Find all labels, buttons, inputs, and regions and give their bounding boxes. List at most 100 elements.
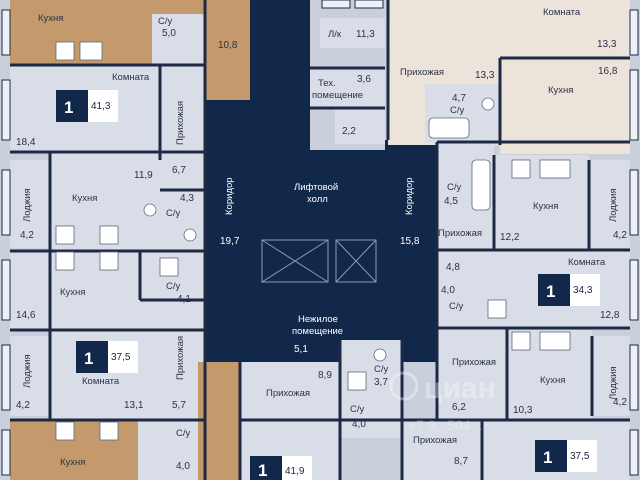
room-10-8	[205, 0, 250, 100]
area-5-7: 5,7	[172, 400, 186, 411]
label-hallway: Прихожая	[452, 357, 496, 368]
lift-shaft-column	[250, 0, 310, 150]
area-3-6: 3,6	[357, 74, 371, 85]
area-13-3b: 13,3	[475, 70, 495, 81]
kitchen-16-8	[500, 58, 630, 154]
kitchen-left-1	[50, 152, 205, 250]
area-16-8: 16,8	[598, 66, 618, 77]
area-14-6: 14,6	[16, 310, 36, 321]
label-loggia: Лоджия	[22, 354, 33, 388]
badge-rooms: 1	[64, 98, 73, 117]
label-bath: С/у	[374, 364, 389, 375]
badge-rooms: 1	[84, 349, 93, 368]
toilet-icon	[183, 228, 197, 242]
label-bath: С/у	[158, 16, 173, 27]
badge-area: 41,3	[91, 101, 111, 112]
bathtub-icon	[471, 159, 491, 211]
corridor-right	[385, 140, 437, 362]
area-12-8: 12,8	[600, 310, 620, 321]
area-4-2a: 4,2	[20, 230, 34, 241]
area-10-8: 10,8	[218, 40, 238, 51]
area-4-2c: 4,2	[16, 400, 30, 411]
badge-area: 34,3	[573, 285, 593, 296]
label-loggia: Лоджия	[22, 188, 33, 222]
label-bath: С/у	[166, 208, 181, 219]
shower-icon	[159, 257, 179, 277]
area-19-7: 19,7	[220, 236, 240, 247]
label-hallway: Прихожая	[413, 435, 457, 446]
area-3-7: 3,7	[374, 377, 388, 388]
label-bath: С/у	[350, 404, 365, 415]
label-room: Комната	[568, 257, 606, 268]
label-loggia: Лоджия	[608, 188, 619, 222]
badge-apt-4: 1 41,9	[250, 456, 312, 480]
area-11-9: 11,9	[134, 170, 153, 181]
label-bath: С/у	[450, 105, 465, 116]
label-lift-hall-1: Лифтовой	[294, 182, 338, 193]
sink-icon	[539, 331, 571, 351]
label-nonres-2: помещение	[292, 326, 343, 337]
hall-6-2	[437, 325, 507, 420]
badge-rooms: 1	[546, 282, 555, 301]
sink-icon	[99, 225, 119, 245]
area-2-2: 2,2	[342, 126, 356, 137]
label-corridor: Коридор	[224, 177, 235, 215]
sink-icon	[99, 251, 119, 271]
loggia-right-2	[592, 336, 630, 416]
area-5-0: 5,0	[162, 28, 176, 39]
corridor-left	[205, 100, 255, 362]
area-11-3: 11,3	[356, 29, 375, 40]
label-hallway: Прихожая	[438, 228, 482, 239]
loggia-right-1	[589, 160, 630, 248]
area-8-9: 8,9	[318, 370, 332, 381]
badge-rooms: 1	[258, 461, 267, 480]
area-4-7: 4,7	[452, 93, 466, 104]
area-6-2: 6,2	[452, 402, 466, 413]
label-nonres-1: Нежилое	[298, 314, 338, 325]
label-bath: С/у	[449, 301, 464, 312]
area-4-0b: 4,0	[352, 419, 366, 430]
badge-area: 37,5	[111, 352, 131, 363]
badge-apt-3: 1 34,3	[538, 274, 600, 306]
badge-area: 37,5	[570, 451, 590, 462]
stove-icon	[55, 251, 75, 271]
room-labels: Кухня С/у 5,0 10,8 Л/к 11,3 3,6 Тех. пом…	[16, 7, 627, 472]
lift-hall	[250, 150, 390, 290]
badge-apt-2: 1 37,5	[76, 341, 138, 373]
badge-area: 41,9	[285, 466, 305, 477]
label-corridor: Коридор	[404, 177, 415, 215]
area-4-1: 4,1	[177, 294, 191, 305]
label-tech-1: Тех.	[318, 78, 336, 89]
lift-shafts	[261, 239, 377, 283]
label-bath: С/у	[166, 281, 181, 292]
area-13-3a: 13,3	[597, 39, 617, 50]
area-15-8: 15,8	[400, 236, 420, 247]
label-balcony: Л/к	[328, 29, 342, 40]
label-room: Комната	[82, 376, 120, 387]
label-kitchen: Кухня	[533, 201, 558, 212]
stove-icon	[511, 331, 531, 351]
area-5-1: 5,1	[294, 344, 308, 355]
badge-apt-1: 1 41,3	[56, 90, 118, 122]
shower-icon	[487, 299, 507, 319]
sink-icon	[539, 159, 571, 179]
area-4-0c: 4,0	[176, 461, 190, 472]
stove-icon	[55, 41, 75, 61]
area-8-7: 8,7	[454, 456, 468, 467]
area-4-8: 4,8	[446, 262, 460, 273]
sink-icon	[99, 421, 119, 441]
watermark-brand: циан	[424, 372, 496, 405]
hall-8-7	[402, 420, 482, 480]
label-loggia: Лоджия	[608, 366, 619, 400]
toilet-icon	[143, 203, 157, 217]
toilet-icon	[481, 97, 495, 111]
hall-8-9	[240, 362, 340, 420]
area-4-3: 4,3	[180, 193, 194, 204]
tech-room	[310, 68, 385, 108]
area-12-2: 12,2	[500, 232, 520, 243]
label-tech-2: помещение	[312, 90, 363, 101]
label-hallway: Прихожая	[175, 336, 186, 380]
area-6-7: 6,7	[172, 165, 186, 176]
